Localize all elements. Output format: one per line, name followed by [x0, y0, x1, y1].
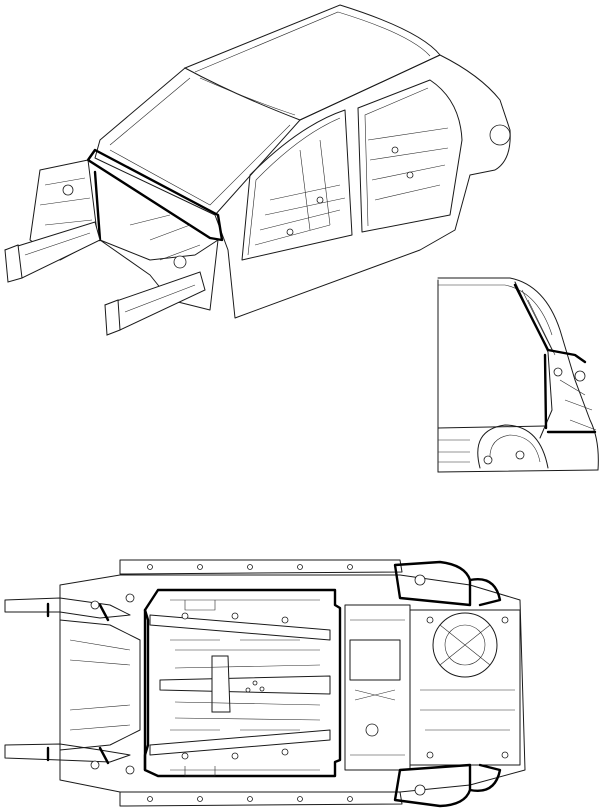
front-side-member-left-tip	[4, 244, 23, 283]
cowl-top-panel-highlight	[86, 148, 224, 242]
front-door-opening	[241, 109, 353, 261]
windshield-frame	[94, 67, 301, 216]
floor-tunnel	[159, 675, 331, 695]
dash-lower-structure	[99, 239, 219, 311]
tunnel-bracket	[211, 655, 231, 713]
fuel-filler-opening	[489, 124, 511, 146]
side-sill-top	[119, 559, 403, 575]
roof-rail-edge	[437, 277, 599, 471]
rear-quarter-detail-view	[437, 277, 599, 473]
front-frame-bottom	[4, 743, 131, 763]
front-side-member-right-tip	[104, 299, 121, 336]
isometric-body-view	[4, 4, 511, 336]
c-pillar-highlight	[513, 283, 587, 364]
front-frame-top	[4, 597, 131, 619]
rear-wheel-house-top-highlight	[393, 560, 472, 607]
roof-panel	[183, 4, 441, 121]
side-sill-bottom	[119, 791, 403, 807]
underbody-view	[4, 559, 526, 808]
rear-wheel-house	[477, 424, 549, 469]
spare-tire-well	[432, 612, 498, 678]
rear-floor-crossmember	[344, 604, 411, 771]
underbody-outline	[59, 574, 526, 793]
front-floor-highlight	[143, 588, 342, 778]
rear-door-opening	[357, 79, 463, 233]
quarter-cut-highlight	[543, 353, 597, 434]
rear-wheel-house-bottom-highlight	[393, 763, 472, 808]
